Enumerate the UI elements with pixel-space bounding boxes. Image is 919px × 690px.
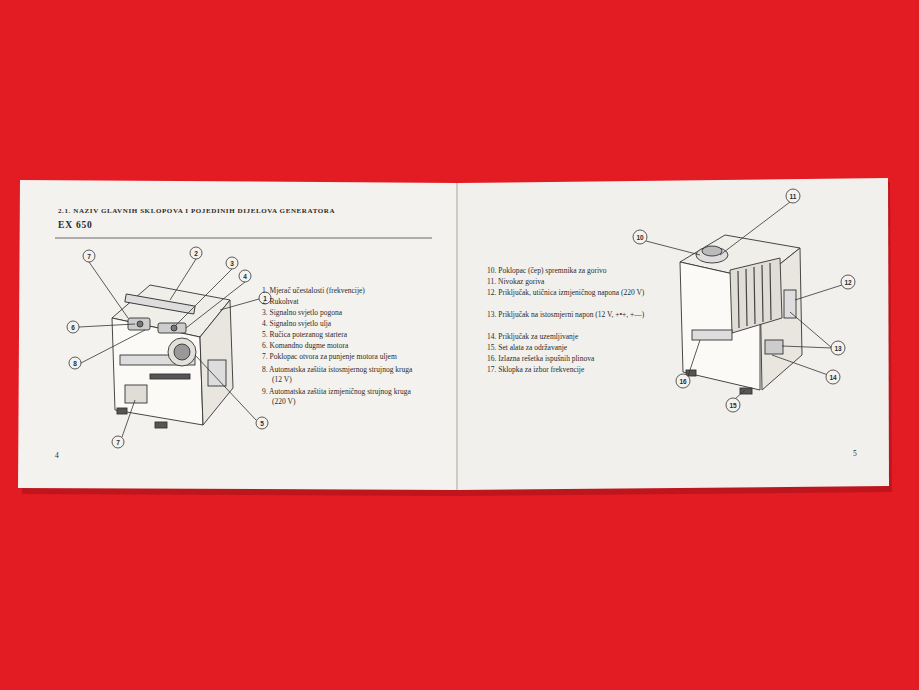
callout-number: 16 xyxy=(678,378,687,385)
part-list-item: 12. Priključak, utičnica izmjeničnog nap… xyxy=(487,288,647,298)
callout-number: 7 xyxy=(86,253,92,260)
part-list-item: 11. Nivokaz goriva xyxy=(487,277,667,287)
part-list-item: 13. Priključak na istosmjerni napon (12 … xyxy=(487,310,647,320)
callout-number: 7 xyxy=(115,439,121,446)
callout-number: 14 xyxy=(828,374,837,381)
part-list-item: 1. Mjerač učestalosti (frekvencije) xyxy=(262,286,432,296)
part-list-item: 5. Ručica potezanog startera xyxy=(262,330,432,340)
page-heading: 2.1. NAZIV GLAVNIH SKLOPOVA I POJEDINIH … xyxy=(58,207,335,215)
part-list-item: 8. Automatska zaštita istosmjernog struj… xyxy=(262,365,422,385)
part-list-item: 2. Rukohvat xyxy=(262,297,432,307)
part-list-item: 7. Poklopac otvora za punjenje motora ul… xyxy=(262,352,447,362)
part-list-item: 16. Izlazna rešetka ispušnih plinova xyxy=(487,354,667,364)
callout-number: 1 xyxy=(262,295,268,302)
right-page xyxy=(457,178,889,490)
callout-number: 11 xyxy=(789,193,798,200)
generator-drawing-left xyxy=(112,285,233,428)
part-list-item: 6. Komandno dugme motora xyxy=(262,341,432,351)
callout-circles xyxy=(67,189,855,448)
page-number: 4 xyxy=(55,451,59,460)
title-rule xyxy=(55,238,432,239)
page-number: 5 xyxy=(853,449,857,458)
part-list-item: 4. Signalno svjetlo ulja xyxy=(262,319,432,329)
part-list-item: 15. Set alata za održavanje xyxy=(487,343,667,353)
generator-drawing-right xyxy=(680,235,802,394)
part-list-item: 14. Priključak za uzemljivanje xyxy=(487,332,667,342)
model-name: EX 650 xyxy=(58,220,93,230)
part-list-item: 17. Sklopka za izbor frekvencije xyxy=(487,365,667,375)
callout-number: 4 xyxy=(242,273,248,280)
callout-number: 13 xyxy=(833,345,842,352)
callout-number: 8 xyxy=(72,360,78,367)
callout-number: 15 xyxy=(728,402,737,409)
callout-number: 5 xyxy=(259,420,265,427)
callout-number: 10 xyxy=(635,234,644,241)
part-list-item: 3. Signalno svjetlo pogona xyxy=(262,308,432,318)
callout-number: 3 xyxy=(229,260,235,267)
callout-number: 2 xyxy=(193,250,199,257)
gutter xyxy=(456,183,458,490)
part-list-item: 9. Automatska zaštita izmjeničnog strujn… xyxy=(262,387,422,407)
callout-number: 6 xyxy=(70,324,76,331)
part-list-item: 10. Poklopac (čep) spremnika za gorivo xyxy=(487,266,667,276)
callout-number: 12 xyxy=(843,279,852,286)
left-page xyxy=(18,180,457,490)
